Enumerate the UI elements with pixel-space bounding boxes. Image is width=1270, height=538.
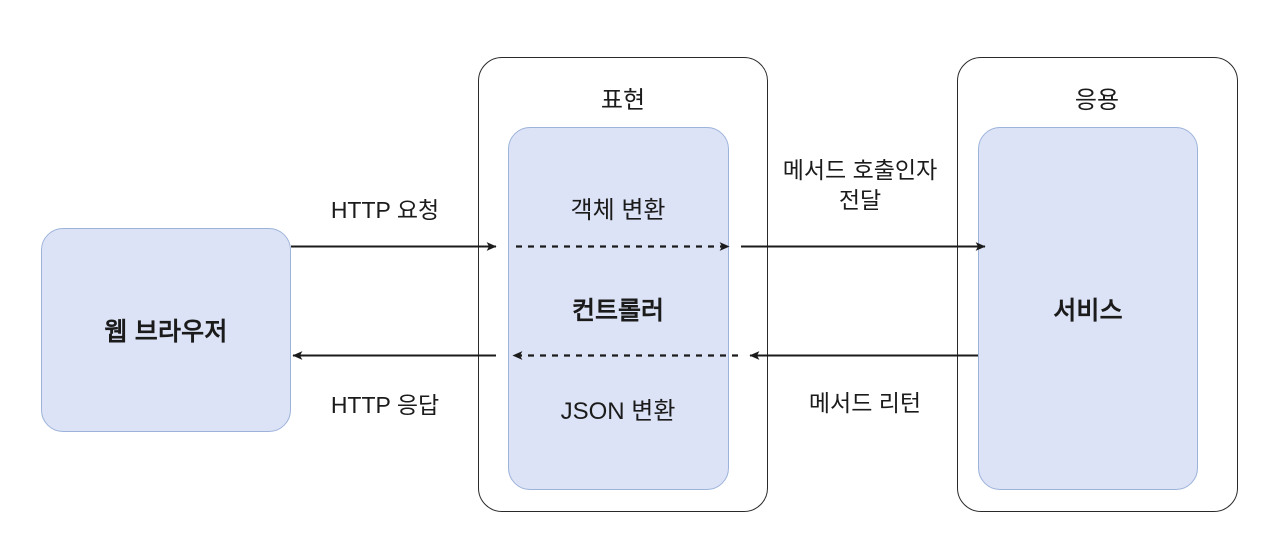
node-web-browser-label: 웹 브라우저	[104, 318, 228, 346]
node-service-label: 서비스	[1053, 296, 1123, 325]
node-service: 서비스	[978, 127, 1198, 490]
presentation-layer-title: 표현	[600, 87, 646, 114]
edge-label-method-call: 메서드 호출인자 전달	[782, 157, 938, 213]
edge-label-http-request: HTTP 요청	[330, 197, 440, 223]
edge-label-method-return: 메서드 리턴	[808, 390, 922, 416]
edge-label-http-response: HTTP 응답	[330, 392, 440, 418]
application-layer-title: 응용	[1074, 87, 1120, 114]
controller-name-text: 컨트롤러	[571, 297, 665, 325]
node-controller	[508, 127, 729, 490]
controller-json-convert-text: JSON 변환	[560, 398, 676, 425]
controller-object-convert-text: 객체 변환	[570, 197, 666, 224]
node-web-browser: 웹 브라우저	[41, 228, 291, 432]
